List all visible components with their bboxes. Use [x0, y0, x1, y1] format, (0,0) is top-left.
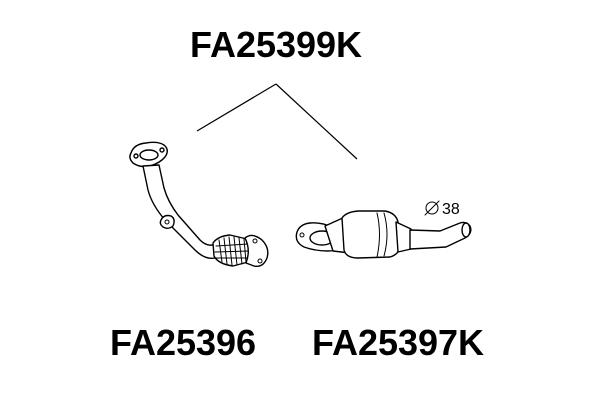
diameter-symbol-icon — [424, 200, 440, 216]
front-pipe-sensor-boss — [159, 214, 175, 229]
leader-line-front-pipe — [196, 83, 277, 132]
catalyst-outlet-pipe — [409, 221, 472, 250]
front-pipe-flange-bolt-hole-left — [133, 153, 139, 159]
front-pipe-flange-bolt-hole-right — [159, 147, 165, 153]
leader-line-catalyst — [275, 83, 358, 160]
front-pipe-code-label: FA25396 — [110, 322, 256, 363]
front-pipe-rear-flange-bolt-bottom — [257, 258, 263, 264]
catalyst-flange-bolt-hole-left — [299, 232, 305, 238]
catalyst-outlet-end — [461, 222, 471, 238]
front-pipe-sensor-hole — [164, 219, 170, 225]
front-pipe-rear-flange — [244, 234, 269, 268]
diameter-value: 38 — [442, 201, 460, 218]
diameter-annotation: 38 — [424, 200, 460, 218]
assembly-leader-lines — [196, 83, 358, 160]
front-pipe-rear-flange-bolt-top — [252, 238, 258, 244]
catalyst-part — [295, 210, 472, 259]
front-pipe-upper-flange-hole — [139, 149, 159, 161]
assembly-code-label: FA25399K — [190, 24, 362, 65]
catalyst-code-label: FA25397K — [312, 322, 484, 363]
front-pipe-part — [129, 141, 269, 268]
catalyst-outlet-cone — [395, 221, 412, 253]
front-pipe-flex-section — [212, 234, 251, 267]
catalyst-body — [341, 210, 401, 259]
